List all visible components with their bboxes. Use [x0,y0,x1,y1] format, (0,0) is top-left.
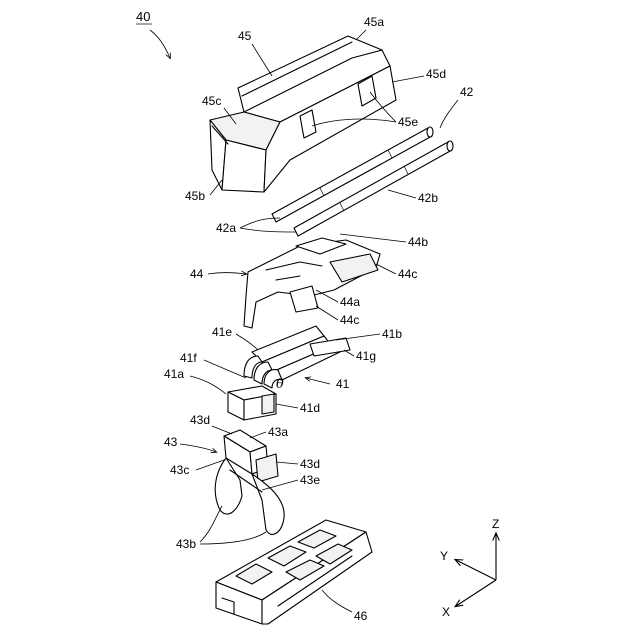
leader-41d [276,404,298,408]
label-41: 41 [336,377,350,391]
label-45c: 45c [202,94,221,108]
label-45a: 45a [364,15,384,29]
axis-x-arrow [456,580,496,606]
label-45: 45 [238,29,252,43]
label-43e: 43e [300,473,320,487]
leader-46 [322,590,352,612]
leader-43d-right [276,462,298,464]
leader-41 [306,378,330,384]
label-42b: 42b [418,191,438,205]
leader-44c-lower [316,306,338,320]
label-43: 43 [164,435,178,449]
label-43c: 43c [170,463,189,477]
leader-41e [236,334,258,350]
axis-x-label: X [442,605,450,619]
labels-46: 46 [322,590,368,623]
assembly-label-group: 40 [136,9,170,58]
label-43a: 43a [268,425,288,439]
contact-assembly-41 [228,326,350,420]
label-45e: 45e [398,115,418,129]
base-housing-46 [216,520,372,624]
leader-41a [190,376,226,394]
leader-42b [388,190,416,198]
label-46: 46 [354,609,368,623]
clip-leg-43b [252,474,284,534]
frame-44 [244,238,380,328]
label-44b: 44b [408,235,428,249]
label-41f: 41f [180,351,197,365]
axis-y-label: Y [440,549,448,563]
label-43d-right: 43d [300,457,320,471]
label-41d: 41d [300,401,320,415]
leader-43a [250,432,266,438]
label-41a: 41a [164,367,184,381]
label-44: 44 [190,267,204,281]
label-theta: θ [276,377,284,392]
assembly-label: 40 [136,9,150,24]
label-44c-right: 44c [398,267,417,281]
leader-45d [392,76,424,82]
label-45d: 45d [426,67,446,81]
leader-42a [240,218,280,228]
leader-45 [252,44,272,76]
spring-clip-43 [215,430,284,534]
label-42: 42 [460,85,474,99]
leader-44b [340,234,406,242]
block-41d-shade [262,394,274,414]
leader-41b [336,334,380,340]
label-44a: 44a [340,295,360,309]
clip-leg-43b [215,458,242,514]
pin-end [447,141,453,151]
label-41b: 41b [382,327,402,341]
leader-44 [208,273,246,275]
leader-43b [200,506,222,542]
leader-41f [204,360,246,378]
leader-41g [344,350,354,356]
label-41g: 41g [356,349,376,363]
label-43d-top: 43d [190,413,210,427]
leader-43 [180,444,216,452]
assembly-arrow [150,30,170,58]
label-43b: 43b [176,537,196,551]
pin-end [427,127,433,137]
leader-42 [440,100,458,128]
axis-z-label: Z [492,517,499,531]
cover-front-face [222,140,266,192]
leader-44c-right [376,264,396,274]
label-42a: 42a [216,221,236,235]
coordinate-axes: Z Y X [440,517,499,619]
label-44c-lower: 44c [340,313,359,327]
leader-42a [240,228,296,232]
leader-43d-top [212,426,232,434]
leader-43b [200,532,266,544]
frame-body [244,240,380,328]
leader-45a [356,30,366,40]
label-41e: 41e [212,325,232,339]
label-45b: 45b [185,189,205,203]
axis-y-arrow [456,560,496,580]
